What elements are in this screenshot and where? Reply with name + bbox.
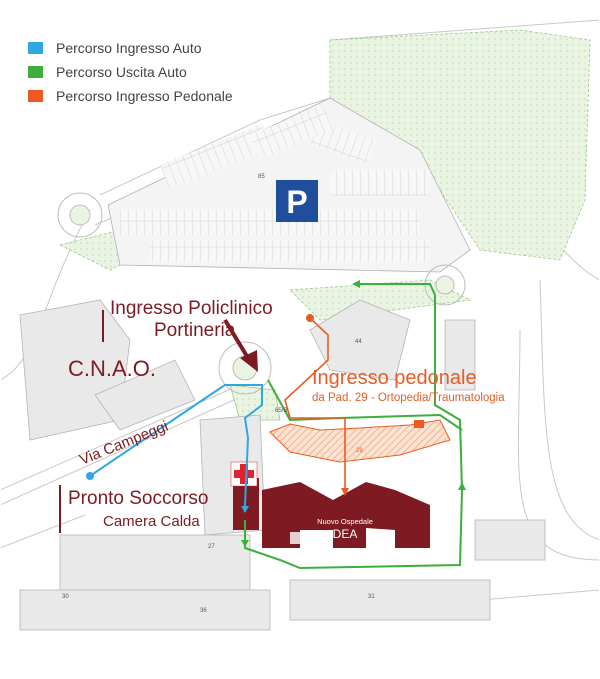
parking-lot — [107, 97, 471, 273]
legend-label: Percorso Uscita Auto — [56, 64, 187, 80]
route-ingresso-auto — [86, 384, 263, 513]
map-number-29: 29 — [356, 448, 363, 454]
map-number-85: 85 — [258, 174, 265, 180]
map-number-44: 44 — [355, 339, 362, 345]
emergency-building — [230, 461, 259, 530]
map-number-31: 31 — [368, 594, 375, 600]
dea-label-line2: DEA — [333, 527, 358, 541]
legend-swatch-orange — [28, 90, 43, 102]
legend-swatch-green — [28, 66, 43, 78]
legend-label: Percorso Ingresso Auto — [56, 40, 202, 56]
route-ingresso-pedonale — [284, 314, 349, 496]
dea-building — [262, 482, 430, 548]
dea-label-line1: Nuovo Ospedale — [317, 517, 373, 526]
policlinico-arrow-icon — [223, 318, 258, 372]
pedestrian-entrance-title: Ingresso pedonale — [312, 367, 477, 389]
map-number-36: 36 — [200, 608, 207, 614]
background-buildings — [19, 299, 546, 631]
pedonale-start-dot — [306, 314, 314, 322]
legend-swatch-blue — [28, 42, 43, 54]
legend-item-uscita-auto: Percorso Uscita Auto — [28, 60, 233, 84]
parking-symbol: P — [286, 184, 307, 220]
parking-icon: P — [276, 180, 318, 222]
cnao-label: C.N.A.O. — [68, 356, 156, 381]
map-number-30: 30 — [62, 594, 69, 600]
map-number-65b: 65/B — [275, 408, 287, 414]
pavilion-29 — [269, 419, 451, 463]
pronto-soccorso-subtitle: Camera Calda — [103, 513, 200, 530]
legend-item-ingresso-pedonale: Percorso Ingresso Pedonale — [28, 84, 233, 108]
policlinico-label-line2: Portineria — [154, 320, 236, 341]
ingresso-auto-start-dot — [86, 472, 94, 480]
pronto-soccorso-title: Pronto Soccorso — [68, 488, 208, 509]
pedestrian-entrance-subtitle: da Pad. 29 - Ortopedia/Traumatologia — [312, 392, 505, 404]
map-number-27: 27 — [208, 544, 215, 550]
legend-item-ingresso-auto: Percorso Ingresso Auto — [28, 36, 233, 60]
map-legend: Percorso Ingresso Auto Percorso Uscita A… — [28, 36, 233, 108]
legend-label: Percorso Ingresso Pedonale — [56, 88, 233, 104]
policlinico-label-line1: Ingresso Policlinico — [110, 298, 273, 319]
